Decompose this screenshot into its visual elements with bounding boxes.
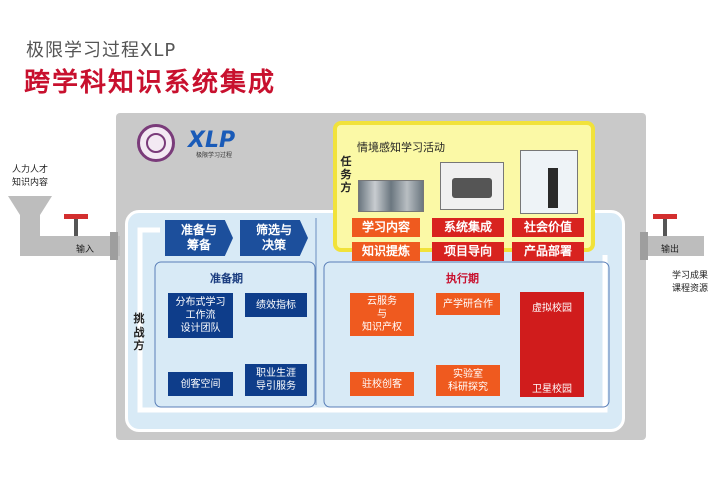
campus-box: 虚拟校园 卫星校园 xyxy=(520,292,584,397)
resident-maker-box: 驻校创客 xyxy=(350,372,414,396)
lab-research-line1: 实验室 xyxy=(453,368,483,380)
distributed-workflow-line1: 分布式学习 xyxy=(175,297,226,308)
university-seal-icon xyxy=(137,124,175,162)
distributed-workflow-line3: 设计团队 xyxy=(180,323,221,334)
cloud-ip-line1: 云服务 xyxy=(367,296,397,307)
project-oriented-button[interactable]: 项目导向 xyxy=(432,242,504,261)
cloud-ip-line3: 知识产权 xyxy=(362,322,402,333)
lab-photo xyxy=(358,180,424,212)
output-label-line1: 学习成果 xyxy=(672,271,709,281)
prep-phase-label: 准备期 xyxy=(210,272,243,285)
product-deploy-button[interactable]: 产品部署 xyxy=(512,242,584,261)
task-panel-title: 情境感知学习活动 xyxy=(357,141,445,154)
maker-space-line1: 创客空间 xyxy=(180,378,221,390)
challenge-side-label-line1: 挑 xyxy=(133,312,145,325)
virtual-campus-label: 虚拟校园 xyxy=(532,303,572,314)
output-flange xyxy=(640,232,648,260)
learning-content-button[interactable]: 学习内容 xyxy=(352,218,420,237)
loop-line-left xyxy=(137,227,160,250)
industry-box: 产学研合作 xyxy=(436,293,500,315)
exec-phase-label: 执行期 xyxy=(446,272,479,285)
xlp-logo-subtext: 极限学习过程 xyxy=(196,152,233,159)
loop-line-bottom xyxy=(137,250,608,413)
lab-research-box: 实验室 科研探究 xyxy=(436,365,500,396)
prepare-button-line2: 筹备 xyxy=(186,238,211,252)
challenge-side-label-line2: 战方 xyxy=(133,326,145,352)
output-valve-label: 输出 xyxy=(661,245,680,255)
task-side-label-line2: 方 xyxy=(340,181,352,194)
screen-decide-button-line1: 筛选与 xyxy=(255,223,292,237)
lab-research-line2: 科研探究 xyxy=(448,381,488,393)
xlp-logo: XLP xyxy=(188,128,236,153)
input-funnel xyxy=(8,196,52,215)
input-valve-stem xyxy=(74,218,78,236)
distributed-workflow-box: 分布式学习 工作流 设计团队 xyxy=(168,293,233,338)
robot-icon xyxy=(452,178,492,198)
seal-inner-ring xyxy=(146,133,166,153)
screen-decide-button[interactable]: 筛选与 决策 xyxy=(240,220,308,256)
cloud-ip-box: 云服务 与 知识产权 xyxy=(350,293,414,336)
career-guidance-line1: 职业生涯 xyxy=(256,368,296,379)
kpi-line1: 绩效指标 xyxy=(256,299,296,311)
social-value-button[interactable]: 社会价值 xyxy=(512,218,584,237)
career-guidance-box: 职业生涯 导引服务 xyxy=(245,364,307,396)
career-guidance-line2: 导引服务 xyxy=(256,381,296,392)
output-pipe xyxy=(640,236,704,256)
input-valve-label: 输入 xyxy=(76,245,95,255)
satellite-campus-label: 卫星校园 xyxy=(532,384,572,395)
prepare-button-line1: 准备与 xyxy=(180,223,217,237)
input-label-line2: 知识内容 xyxy=(12,178,49,188)
input-valve-handle xyxy=(64,214,88,219)
maker-space-box: 创客空间 xyxy=(168,372,233,396)
person-icon xyxy=(548,168,558,208)
system-integration-button[interactable]: 系统集成 xyxy=(432,218,504,237)
knowledge-refine-button[interactable]: 知识提炼 xyxy=(352,242,420,261)
prep-frame xyxy=(154,261,316,408)
output-label-line2: 课程资源 xyxy=(672,284,709,294)
input-label-line1: 人力人才 xyxy=(12,165,49,175)
input-pipe-horizontal xyxy=(20,236,120,256)
output-valve-handle xyxy=(653,214,677,219)
prepare-button[interactable]: 准备与 筹备 xyxy=(165,220,233,256)
exec-frame xyxy=(323,261,610,408)
task-side-label-line1: 任务 xyxy=(340,155,352,181)
distributed-workflow-line2: 工作流 xyxy=(185,310,216,321)
input-flange xyxy=(110,232,118,260)
kpi-box: 绩效指标 xyxy=(245,293,307,317)
page-title: 跨学科知识系统集成 xyxy=(24,68,277,98)
screen-decide-button-line2: 决策 xyxy=(261,238,286,252)
output-valve-stem xyxy=(663,218,667,236)
page-subtitle: 极限学习过程XLP xyxy=(26,40,177,61)
cloud-ip-line2: 与 xyxy=(377,309,387,320)
